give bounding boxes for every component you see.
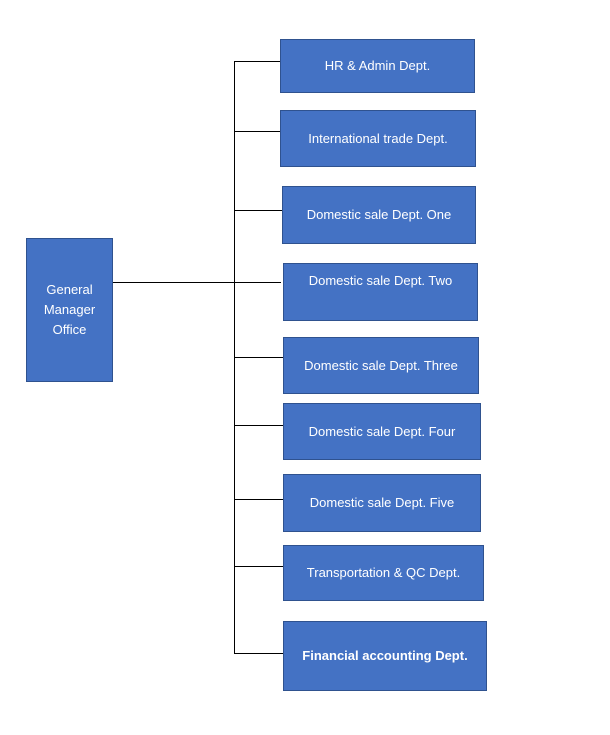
domestic-sale-five-box: Domestic sale Dept. Five [283,474,481,532]
branch-line-financial [234,653,283,654]
hr-admin-dept-box: HR & Admin Dept. [280,39,475,93]
general-manager-office-box: General Manager Office [26,238,113,382]
root-connector [113,282,281,283]
transportation-qc-dept-box: Transportation & QC Dept. [283,545,484,601]
domestic-sale-two-box: Domestic sale Dept. Two [283,263,478,321]
financial-accounting-dept-box: Financial accounting Dept. [283,621,487,691]
branch-line-domestic-one [234,210,282,211]
branch-line-transportation [234,566,283,567]
branch-line-international [234,131,280,132]
branch-line-domestic-five [234,499,283,500]
branch-line-domestic-four [234,425,283,426]
domestic-sale-three-box: Domestic sale Dept. Three [283,337,479,394]
branch-line-hr [234,61,280,62]
branch-line-domestic-three [234,357,283,358]
international-trade-dept-box: International trade Dept. [280,110,476,167]
domestic-sale-four-box: Domestic sale Dept. Four [283,403,481,460]
domestic-sale-one-box: Domestic sale Dept. One [282,186,476,244]
